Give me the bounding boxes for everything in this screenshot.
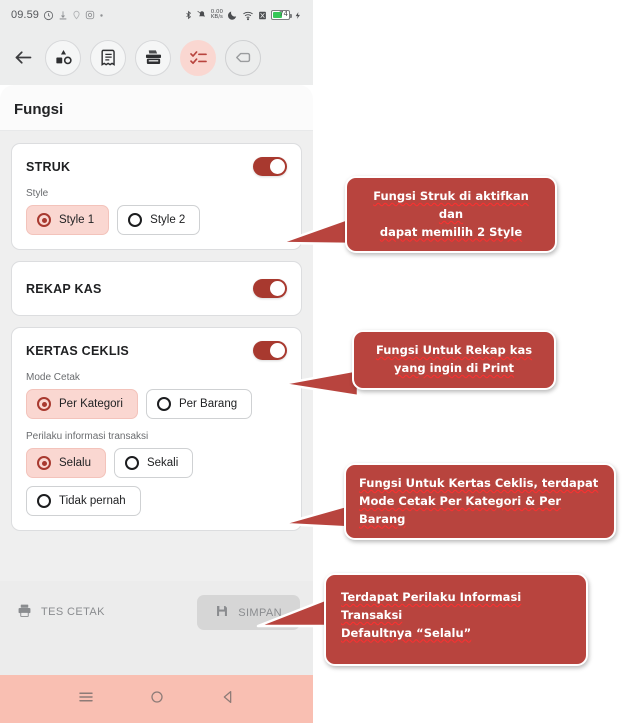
radio-icon	[156, 397, 171, 411]
clock-icon	[43, 10, 54, 21]
chip-style-1[interactable]: Style 1	[26, 205, 110, 235]
label-style: Style	[26, 188, 49, 199]
battery-icon: 74	[271, 10, 292, 20]
card-kertas-ceklis-header: KERTAS CEKLIS	[26, 341, 287, 360]
mode-cetak-radio-group: Per Kategori Per Barang	[26, 389, 287, 419]
callout-rekap-kas-line1: Fungsi Untuk Rekap kas	[375, 343, 533, 357]
checklist-icon[interactable]	[180, 39, 216, 76]
download-speed-icon	[58, 10, 68, 21]
card-rekap-kas-title: REKAP KAS	[26, 281, 102, 296]
bluetooth-icon	[184, 9, 193, 21]
menu-icon[interactable]	[77, 688, 95, 711]
android-nav-bar	[0, 675, 313, 723]
chip-label: Per Kategori	[59, 398, 123, 410]
radio-icon	[37, 494, 51, 508]
phone-screen: 09.59	[0, 0, 313, 723]
cash-register-icon[interactable]	[135, 39, 171, 76]
page-title: Fungsi	[0, 85, 313, 131]
card-kertas-ceklis-title: KERTAS CEKLIS	[26, 343, 130, 358]
label-mode-cetak: Mode Cetak	[26, 372, 80, 383]
card-kertas-ceklis-toggle[interactable]	[253, 341, 287, 360]
chip-label: Style 1	[59, 214, 95, 226]
chip-label: Per Barang	[178, 398, 238, 410]
card-rekap-kas: REKAP KAS	[11, 261, 302, 316]
radio-icon	[37, 397, 51, 411]
location-icon	[72, 10, 81, 20]
chip-selalu[interactable]: Selalu	[26, 448, 106, 478]
back-arrow-icon[interactable]	[10, 45, 36, 71]
fungsi-sheet: Fungsi STRUK Style Style 1	[0, 85, 313, 723]
chip-label: Tidak pernah	[59, 495, 126, 507]
callout-kertas-ceklis-line1: Fungsi Untuk Kertas Ceklis, terdapat	[359, 476, 599, 490]
card-struk: STRUK Style Style 1 Style 2	[11, 143, 302, 250]
chip-style-2[interactable]: Style 2	[117, 205, 201, 235]
radio-icon	[124, 456, 139, 470]
radio-icon	[37, 456, 51, 470]
card-struk-toggle[interactable]	[253, 157, 287, 176]
perilaku-radio-group: Selalu Sekali Tidak pernah	[26, 448, 287, 516]
radio-icon	[37, 213, 51, 227]
status-bar: 09.59	[0, 0, 313, 30]
callout-rekap-kas-line2: yang ingin di Print	[393, 360, 515, 375]
instagram-icon	[85, 10, 95, 20]
card-rekap-kas-header: REKAP KAS	[26, 279, 287, 298]
chip-label: Sekali	[146, 457, 179, 469]
callout-perilaku: Terdapat Perilaku Informasi Transaksi De…	[324, 573, 588, 667]
card-rekap-kas-toggle[interactable]	[253, 279, 287, 298]
callout-struk: Fungsi Struk di aktifkan dan dapat memil…	[345, 176, 557, 254]
charging-icon	[294, 10, 302, 21]
callout-rekap-kas: Fungsi Untuk Rekap kas yang ingin di Pri…	[352, 330, 556, 390]
chip-label: Selalu	[59, 457, 91, 469]
save-label: SIMPAN	[238, 606, 282, 619]
dot-icon	[99, 13, 104, 18]
radio-icon	[128, 213, 143, 227]
test-print-button[interactable]: TES CETAK	[13, 595, 109, 629]
app-toolbar	[0, 30, 313, 85]
back-triangle-icon[interactable]	[220, 689, 236, 710]
tag-icon[interactable]	[225, 39, 261, 76]
printer-icon	[17, 603, 32, 621]
status-time: 09.59	[11, 9, 40, 21]
bottom-action-bar: TES CETAK SIMPAN	[0, 581, 313, 675]
callout-perilaku-line1: Terdapat Perilaku Informasi Transaksi	[341, 590, 522, 622]
chip-tidak-pernah[interactable]: Tidak pernah	[26, 486, 141, 516]
card-struk-title: STRUK	[26, 159, 71, 174]
chip-sekali[interactable]: Sekali	[113, 448, 194, 478]
sim-icon	[258, 10, 267, 21]
save-disk-icon	[215, 604, 229, 621]
do-not-disturb-icon	[227, 10, 238, 21]
home-circle-icon[interactable]	[149, 689, 165, 710]
status-bar-left: 09.59	[11, 9, 104, 21]
callout-rekap-kas-tail	[280, 368, 360, 398]
callout-kertas-ceklis: Fungsi Untuk Kertas Ceklis, terdapat Mod…	[344, 463, 616, 541]
wifi-icon	[242, 10, 254, 21]
mute-icon	[197, 9, 207, 21]
chip-label: Style 2	[150, 214, 186, 226]
settings-scroll-area[interactable]: STRUK Style Style 1 Style 2	[0, 131, 313, 629]
chip-per-barang[interactable]: Per Barang	[145, 389, 253, 419]
label-perilaku-informasi-transaksi: Perilaku informasi transaksi	[26, 431, 149, 442]
callout-kertas-ceklis-line2: Mode Cetak Per Kategori & Per Barang	[359, 493, 562, 526]
style-radio-group: Style 1 Style 2	[26, 205, 287, 235]
callout-struk-line2: dapat memilih 2 Style	[379, 224, 523, 239]
test-print-label: TES CETAK	[41, 606, 105, 618]
card-kertas-ceklis: KERTAS CEKLIS Mode Cetak Per Kategori Pe…	[11, 327, 302, 531]
shapes-icon[interactable]	[45, 39, 81, 76]
card-struk-header: STRUK	[26, 157, 287, 176]
callout-perilaku-line2: Defaultnya “Selalu”	[341, 625, 472, 640]
chip-per-kategori[interactable]: Per Kategori	[26, 389, 138, 419]
receipt-icon[interactable]	[90, 39, 126, 76]
callout-struk-line1: Fungsi Struk di aktifkan dan	[373, 189, 529, 221]
